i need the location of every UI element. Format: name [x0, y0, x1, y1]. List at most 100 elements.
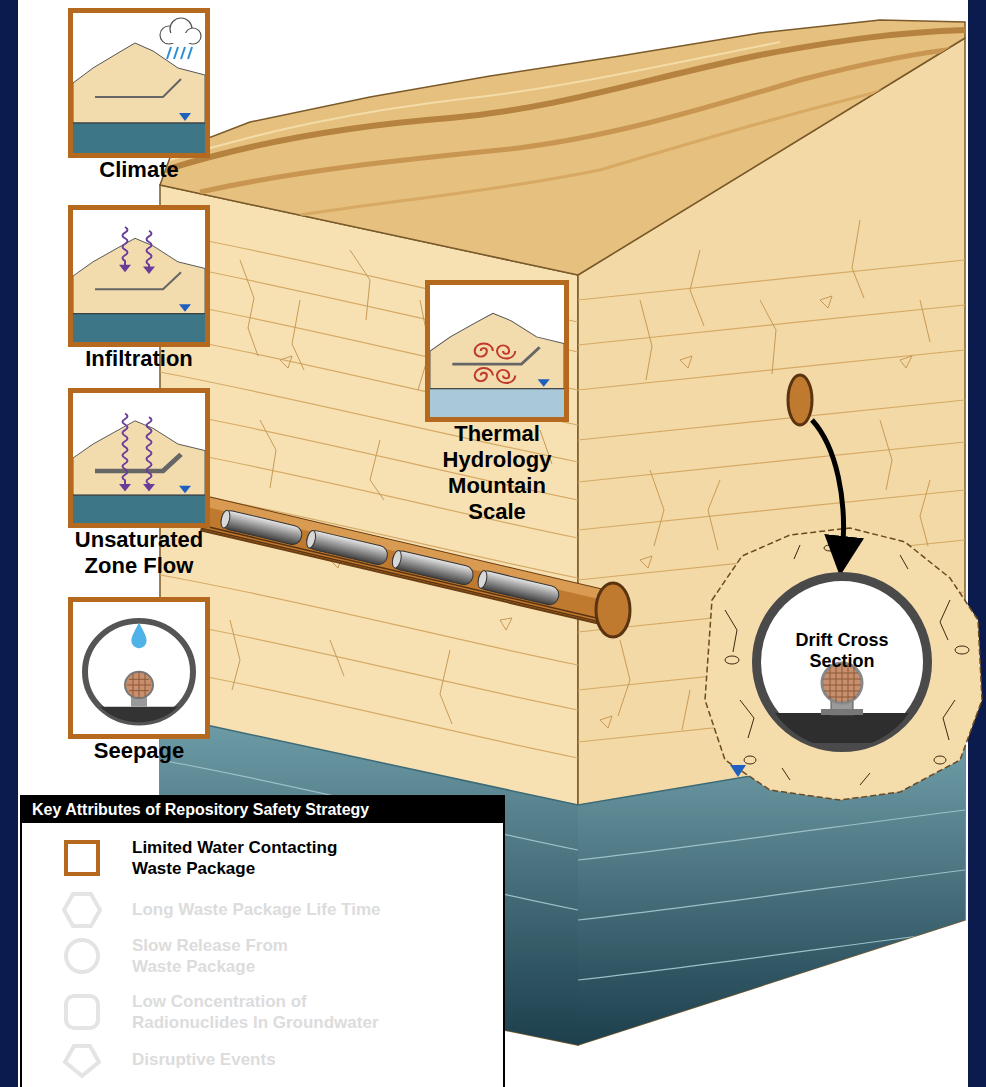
process-label: Thermal Hydrology Mountain Scale: [427, 421, 567, 525]
icon-art-part-part: [133, 674, 134, 697]
legend-symbol-part: [66, 842, 98, 874]
cross-section-rock-part-part: [955, 646, 969, 654]
emplacement-drift-part: [202, 526, 611, 622]
rock-fractures-part: [852, 220, 864, 298]
icon-art-part: [100, 707, 178, 723]
rock-fractures-part: [330, 640, 344, 676]
icon-art-part: [85, 621, 193, 723]
rock-fractures-part: [900, 356, 912, 368]
cross-section-rock-part-part: [782, 768, 790, 780]
emplacement-drift-part: [201, 497, 618, 626]
rock-strata-part-part: [578, 490, 965, 530]
mountain-ridges-part: [300, 70, 965, 215]
icon-art-part-part: [174, 47, 178, 59]
emplacement-drift-part: [220, 509, 232, 528]
icon-art-part: [123, 227, 128, 267]
cross-section-rock-part-part: [725, 610, 737, 652]
icon-art-part: [119, 484, 131, 491]
emplacement-drift-part: [391, 550, 403, 569]
icon-art-part: [430, 389, 564, 417]
legend-label: Disruptive Events: [132, 1049, 432, 1070]
mountain-ridges-part: [170, 42, 780, 160]
icon-art-part: [821, 709, 863, 715]
icon-art-part: [131, 623, 146, 648]
cross-section-rock-part: [725, 545, 969, 785]
icon-art-part: [179, 304, 191, 312]
emplacement-drift-part: [202, 528, 611, 624]
icon-art-part: [127, 672, 151, 698]
icon-art-part-part: [165, 33, 195, 43]
icon-art-part: [143, 484, 155, 491]
rock-fractures-part: [240, 260, 258, 356]
emplacement-drift-part: [391, 549, 475, 586]
rock-strata-part-part: [578, 350, 965, 390]
icon-art-part: [430, 388, 564, 389]
rock-fractures-part: [350, 250, 370, 320]
rock-strata-part: [578, 260, 965, 980]
legend-box: Key Attributes of Repository Safety Stra…: [20, 795, 505, 1087]
rock-fractures-part: [920, 300, 930, 342]
rock-fractures-part: [640, 556, 652, 568]
legend-label: Long Waste Package Life Time: [132, 899, 432, 920]
drift-cross-section: Drift Cross Section: [752, 572, 932, 752]
icon-art: [73, 393, 205, 523]
emplacement-drift-part: [305, 529, 389, 566]
icon-art-part: [73, 421, 205, 495]
rock-strata-part-part: [578, 400, 965, 440]
cross-section-rock-part-part: [824, 545, 836, 551]
emplacement-drift-part: [476, 569, 560, 606]
cross-section-rock-part-part: [900, 555, 908, 569]
cross-section-rock-part-part: [940, 600, 950, 640]
legend-symbol: [62, 838, 102, 878]
rock-fractures-part: [760, 300, 776, 374]
icon-art: [430, 285, 564, 417]
mountain-ridges: [165, 30, 965, 215]
legend-label: Slow Release From Waste Package: [132, 935, 332, 977]
rock-fractures: [230, 220, 930, 730]
icon-art-part: [167, 47, 192, 59]
rock-strata-part-part: [160, 668, 578, 758]
process-icon-box: Infiltration: [68, 205, 210, 347]
rock-fractures-part: [690, 250, 704, 326]
process-icon-box: Thermal Hydrology Mountain Scale: [425, 280, 569, 422]
detail-arrow: [812, 420, 844, 556]
icon-art-part: [95, 79, 181, 97]
legend-symbol: [62, 1040, 102, 1080]
icon-art: [73, 13, 205, 153]
rock-strata-part-part: [578, 930, 965, 980]
rock-fractures-part: [880, 420, 892, 490]
icon-art-part-part: [188, 47, 192, 59]
rock-fractures-part: [292, 300, 304, 370]
process-label: Climate: [54, 157, 224, 183]
icon-art-part: [95, 272, 181, 289]
legend-symbol: [62, 890, 102, 930]
icon-art-part: [147, 231, 152, 269]
cross-section-rock: [705, 528, 982, 800]
rock-fractures-part: [640, 300, 652, 380]
drift-opening: [788, 375, 812, 425]
icon-art-part: [73, 43, 205, 123]
icon-art-part: [95, 454, 181, 471]
rock-strata-part-part: [578, 442, 965, 482]
legend-heading: Key Attributes of Repository Safety Stra…: [22, 797, 503, 823]
rock-fractures-part: [500, 618, 512, 630]
icon-art-part: [73, 123, 205, 153]
rock-strata-part-part: [578, 305, 965, 345]
emplacement-drift-part: [477, 570, 489, 589]
icon-art-part: [160, 18, 201, 44]
icon-art-part: [475, 343, 493, 356]
icon-art-part: [119, 265, 131, 273]
legend-symbol-part: [65, 1046, 99, 1076]
icon-art-part-part: [830, 667, 831, 699]
rock-strata-part-part: [160, 620, 578, 710]
icon-art-part: [125, 672, 153, 698]
cross-section-rock-part-part: [740, 700, 754, 738]
icon-art: [73, 602, 205, 734]
legend-symbol: [62, 992, 102, 1032]
icon-art-part: [179, 486, 191, 493]
process-icon-box: Seepage: [68, 597, 210, 739]
icon-art-part: [538, 379, 550, 387]
rock-strata-part-part: [578, 260, 965, 300]
cross-section-rock-part-part: [725, 656, 739, 664]
